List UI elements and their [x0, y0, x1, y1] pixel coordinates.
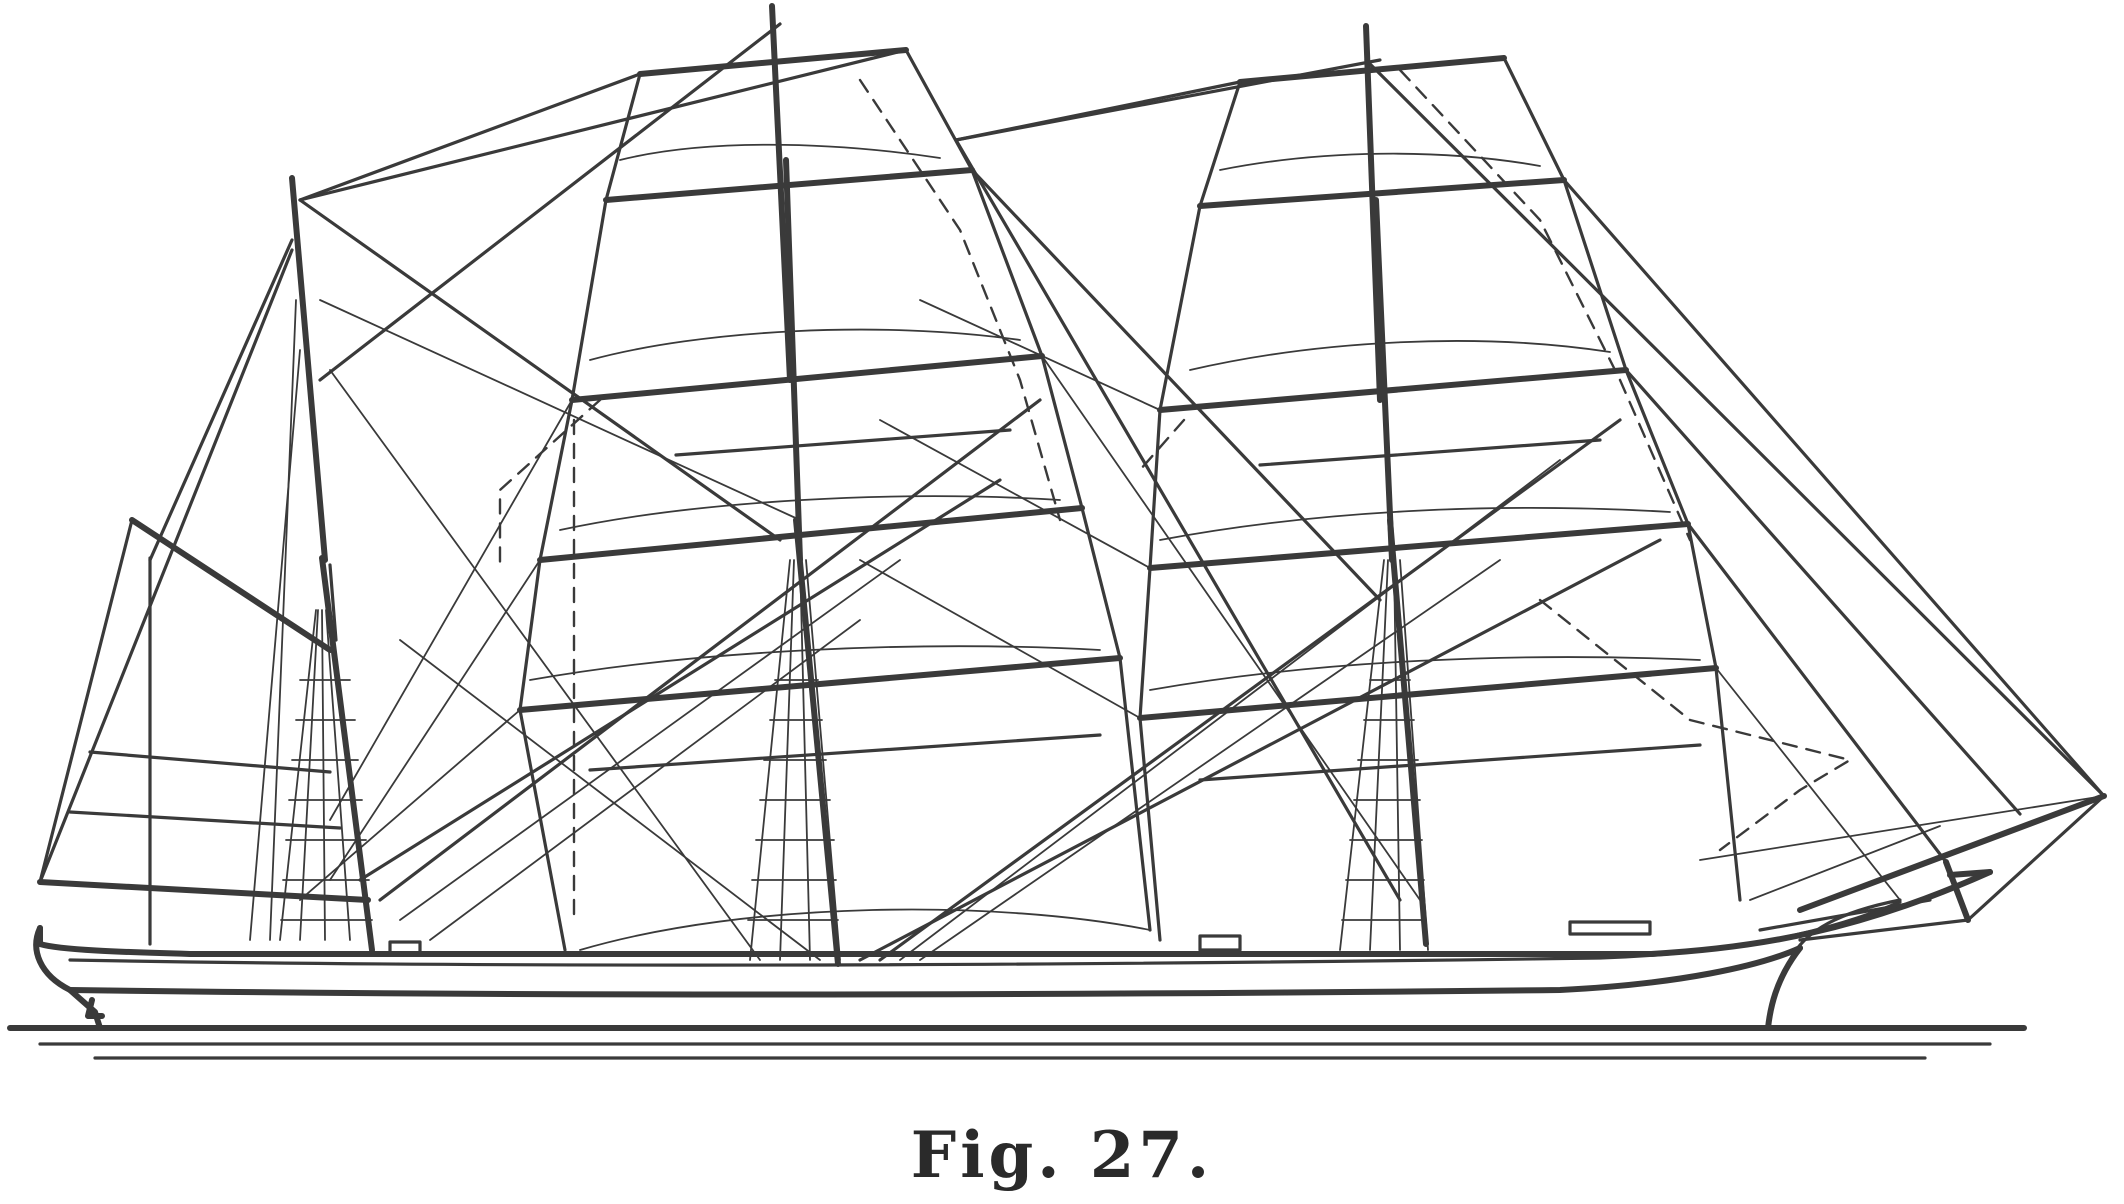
inter-mast-stays	[298, 22, 1662, 962]
fore-mast	[1137, 23, 1852, 951]
head-rigging	[1364, 58, 2106, 901]
ship-hull	[33, 869, 1993, 1031]
main-mast	[498, 3, 1152, 967]
mizzen-mast	[37, 175, 375, 953]
bowsprit	[1797, 793, 2107, 942]
sailing-ship-rigging-diagram	[7, 3, 2107, 1060]
figure-caption: Fig. 27.	[910, 1118, 1214, 1193]
waterline	[7, 1025, 2027, 1060]
